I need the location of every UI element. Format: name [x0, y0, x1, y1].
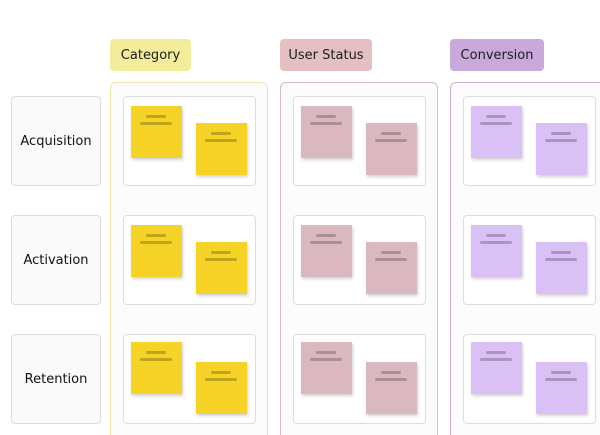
note-line [551, 132, 571, 135]
row-label-activation[interactable]: Activation [11, 215, 101, 305]
cell-conversion-activation[interactable] [463, 215, 596, 305]
column-header-user-status[interactable]: User Status [280, 39, 372, 71]
column-header-label: User Status [288, 47, 364, 63]
note-line [316, 351, 336, 354]
sticky-note[interactable] [131, 342, 182, 394]
sticky-note[interactable] [366, 123, 417, 175]
cell-user-status-activation[interactable] [293, 215, 426, 305]
column-header-label: Conversion [460, 47, 534, 63]
row-label-text: Acquisition [20, 133, 92, 149]
sticky-note[interactable] [131, 106, 182, 158]
note-line [486, 351, 506, 354]
note-line [205, 378, 237, 381]
note-line [211, 251, 231, 254]
note-line [545, 139, 577, 142]
note-line [375, 139, 407, 142]
note-line [205, 139, 237, 142]
note-line [205, 258, 237, 261]
sticky-note[interactable] [471, 225, 522, 277]
sticky-note[interactable] [366, 362, 417, 414]
note-line [551, 251, 571, 254]
sticky-note[interactable] [301, 225, 352, 277]
note-line [316, 234, 336, 237]
sticky-note[interactable] [536, 123, 587, 175]
note-line [381, 132, 401, 135]
note-line [480, 358, 512, 361]
sticky-note[interactable] [536, 242, 587, 294]
note-line [140, 241, 172, 244]
sticky-note[interactable] [471, 106, 522, 158]
sticky-note[interactable] [196, 362, 247, 414]
note-line [310, 122, 342, 125]
note-line [375, 258, 407, 261]
sticky-note[interactable] [536, 362, 587, 414]
sticky-note[interactable] [471, 342, 522, 394]
note-line [545, 378, 577, 381]
note-line [316, 115, 336, 118]
sticky-note[interactable] [131, 225, 182, 277]
note-line [146, 115, 166, 118]
sticky-note[interactable] [301, 106, 352, 158]
column-header-category[interactable]: Category [110, 39, 191, 71]
column-header-conversion[interactable]: Conversion [450, 39, 544, 71]
cell-category-retention[interactable] [123, 334, 256, 424]
cell-conversion-acquisition[interactable] [463, 96, 596, 186]
note-line [381, 251, 401, 254]
sticky-note[interactable] [301, 342, 352, 394]
row-label-text: Retention [24, 371, 88, 387]
note-line [545, 258, 577, 261]
sticky-note[interactable] [196, 123, 247, 175]
note-line [140, 122, 172, 125]
cell-category-acquisition[interactable] [123, 96, 256, 186]
cell-user-status-retention[interactable] [293, 334, 426, 424]
column-header-label: Category [120, 47, 181, 63]
note-line [211, 132, 231, 135]
note-line [381, 371, 401, 374]
note-line [211, 371, 231, 374]
note-line [480, 122, 512, 125]
sticky-note[interactable] [366, 242, 417, 294]
note-line [140, 358, 172, 361]
note-line [486, 115, 506, 118]
cell-user-status-acquisition[interactable] [293, 96, 426, 186]
note-line [146, 351, 166, 354]
note-line [310, 358, 342, 361]
row-label-retention[interactable]: Retention [11, 334, 101, 424]
note-line [480, 241, 512, 244]
note-line [146, 234, 166, 237]
sticky-note[interactable] [196, 242, 247, 294]
note-line [310, 241, 342, 244]
row-label-text: Activation [23, 252, 89, 268]
note-line [551, 371, 571, 374]
note-line [486, 234, 506, 237]
row-label-acquisition[interactable]: Acquisition [11, 96, 101, 186]
cell-conversion-retention[interactable] [463, 334, 596, 424]
cell-category-activation[interactable] [123, 215, 256, 305]
note-line [375, 378, 407, 381]
